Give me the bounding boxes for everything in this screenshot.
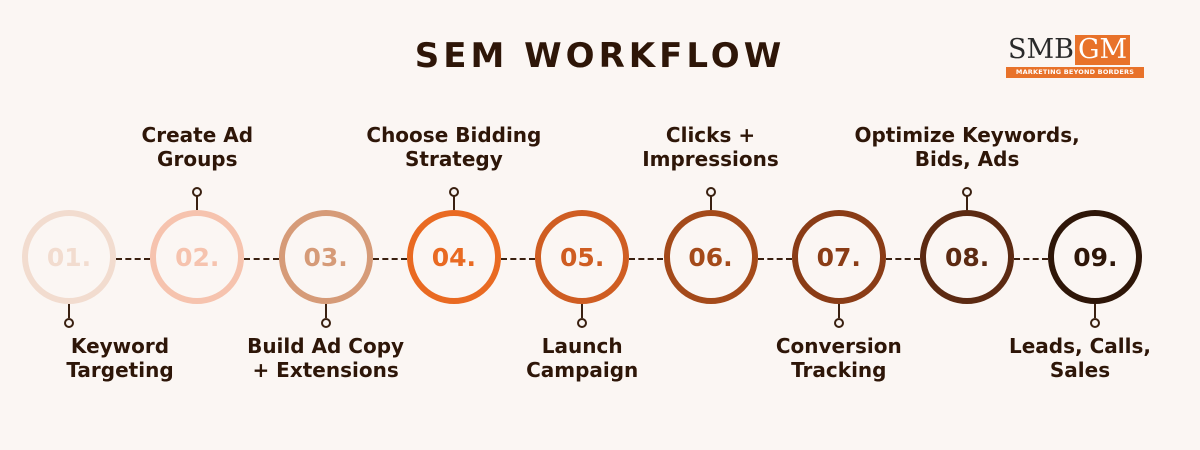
step-circle-6: 06.	[663, 210, 758, 304]
pin-stem-7	[837, 304, 840, 318]
step-circle-3: 03.	[278, 210, 373, 304]
step-circle-8: 08.	[920, 210, 1015, 304]
pin-stem-9	[1094, 304, 1097, 318]
connector-line	[500, 258, 536, 260]
connector-line	[629, 258, 664, 260]
pin-stem-1	[68, 304, 70, 318]
step-number-4: 04.	[431, 242, 477, 272]
step-label-3: Build Ad Copy + Extensions	[247, 334, 405, 382]
step-label-4: Choose Bidding Strategy	[366, 123, 542, 171]
connector-line	[244, 258, 279, 260]
connector-line	[757, 258, 792, 260]
pin-dot-5	[577, 318, 588, 328]
pin-dot-6	[705, 187, 716, 197]
step-circle-7: 07.	[791, 210, 886, 304]
step-label-2: Create Ad Groups	[141, 123, 254, 171]
step-label-9: Leads, Calls, Sales	[1009, 334, 1151, 382]
pin-stem-2	[196, 196, 199, 210]
pin-dot-2	[192, 187, 203, 197]
step-number-3: 03.	[303, 242, 348, 272]
pin-stem-5	[581, 304, 584, 318]
step-number-6: 06.	[688, 242, 733, 272]
pin-dot-3	[320, 318, 331, 328]
connector-line	[885, 258, 921, 260]
step-number-1: 01.	[46, 242, 92, 272]
pin-dot-1	[64, 318, 74, 328]
logo-text-gm: GM	[1074, 35, 1131, 65]
pin-dot-9	[1090, 318, 1101, 328]
step-number-7: 07.	[816, 242, 861, 272]
step-label-5: Launch Campaign	[526, 334, 639, 382]
pin-stem-8	[966, 196, 969, 210]
connector-line	[1014, 258, 1049, 260]
pin-dot-4	[448, 187, 459, 197]
pin-dot-8	[962, 187, 973, 197]
connector-line	[116, 258, 151, 260]
step-circle-4: 04.	[406, 210, 501, 304]
step-label-1: Keyword Targeting	[66, 334, 174, 382]
step-circle-1: 01.	[22, 210, 116, 304]
step-number-8: 08.	[944, 242, 990, 272]
step-label-6: Clicks + Impressions	[642, 123, 779, 171]
step-circle-2: 02.	[150, 210, 245, 304]
connector-line	[372, 258, 407, 260]
step-label-8: Optimize Keywords, Bids, Ads	[854, 123, 1080, 171]
step-label-7: Conversion Tracking	[775, 334, 902, 382]
smbgm-logo: SMB GM MARKETING BEYOND BORDERS	[1006, 35, 1144, 78]
logo-tagline: MARKETING BEYOND BORDERS	[1006, 67, 1144, 78]
logo-text-smb: SMB	[1008, 34, 1074, 65]
pin-dot-7	[833, 318, 844, 328]
pin-stem-6	[709, 196, 712, 210]
page-title: SEM WORKFLOW	[414, 36, 786, 76]
step-number-2: 02.	[175, 242, 220, 272]
step-number-5: 05.	[560, 242, 605, 272]
step-circle-5: 05.	[535, 210, 630, 304]
step-circle-9: 09.	[1048, 210, 1143, 304]
step-number-9: 09.	[1073, 242, 1118, 272]
pin-stem-4	[452, 196, 455, 210]
pin-stem-3	[324, 304, 327, 318]
